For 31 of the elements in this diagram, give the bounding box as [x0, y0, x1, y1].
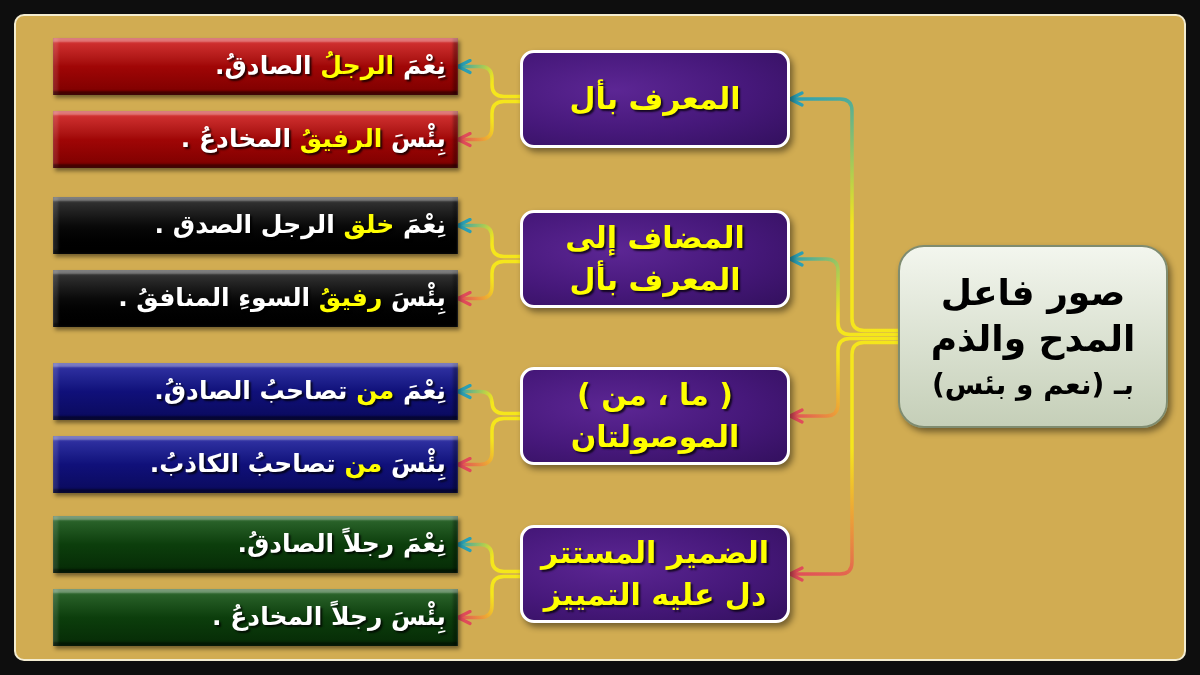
category-text: ( ما ، من ) الموصولتان — [569, 376, 741, 456]
heading-text: صور فاعل المدح والذم — [929, 270, 1137, 362]
example-bar — [53, 38, 458, 95]
example-bar — [53, 436, 458, 493]
category-text: المعرف بأل — [569, 78, 741, 118]
example-sentence: نِعْمَ رجلاً الصادقُ. — [237, 528, 446, 561]
example-bar — [53, 516, 458, 573]
category-box — [520, 525, 790, 623]
branch-arrow — [788, 340, 898, 582]
topic-box — [898, 245, 1168, 428]
example-sentence: نِعْمَ خلق الرجل الصدق . — [154, 209, 446, 242]
example-bar — [53, 589, 458, 646]
branch-arrow — [788, 336, 898, 424]
example-sentence: بِئْسَ رفيقُ السوءِ المنافقُ . — [118, 282, 446, 315]
category-box — [520, 367, 790, 465]
example-bar — [53, 270, 458, 327]
example-bar — [53, 197, 458, 254]
example-sentence: بِئْسَ من تصاحبُ الكاذبُ. — [149, 448, 446, 481]
branch-arrow — [788, 91, 898, 333]
example-sentence: بِئْسَ رجلاً المخادعُ . — [212, 601, 446, 634]
subheading-text: بـ (نعم و بئس) — [931, 367, 1135, 404]
category-box — [520, 210, 790, 308]
category-box — [520, 50, 790, 148]
example-sentence: نِعْمَ من تصاحبُ الصادقُ. — [154, 375, 446, 408]
category-text: الضمير المستتر دل عليه التمييز — [538, 534, 770, 614]
branch-arrow — [788, 251, 898, 337]
example-bar — [53, 363, 458, 420]
category-text: المضاف إلى المعرف بأل — [564, 219, 746, 299]
example-sentence: نِعْمَ الرجلُ الصادقُ. — [215, 50, 446, 83]
example-sentence: بِئْسَ الرفيقُ المخادعُ . — [180, 123, 446, 156]
example-bar — [53, 111, 458, 168]
